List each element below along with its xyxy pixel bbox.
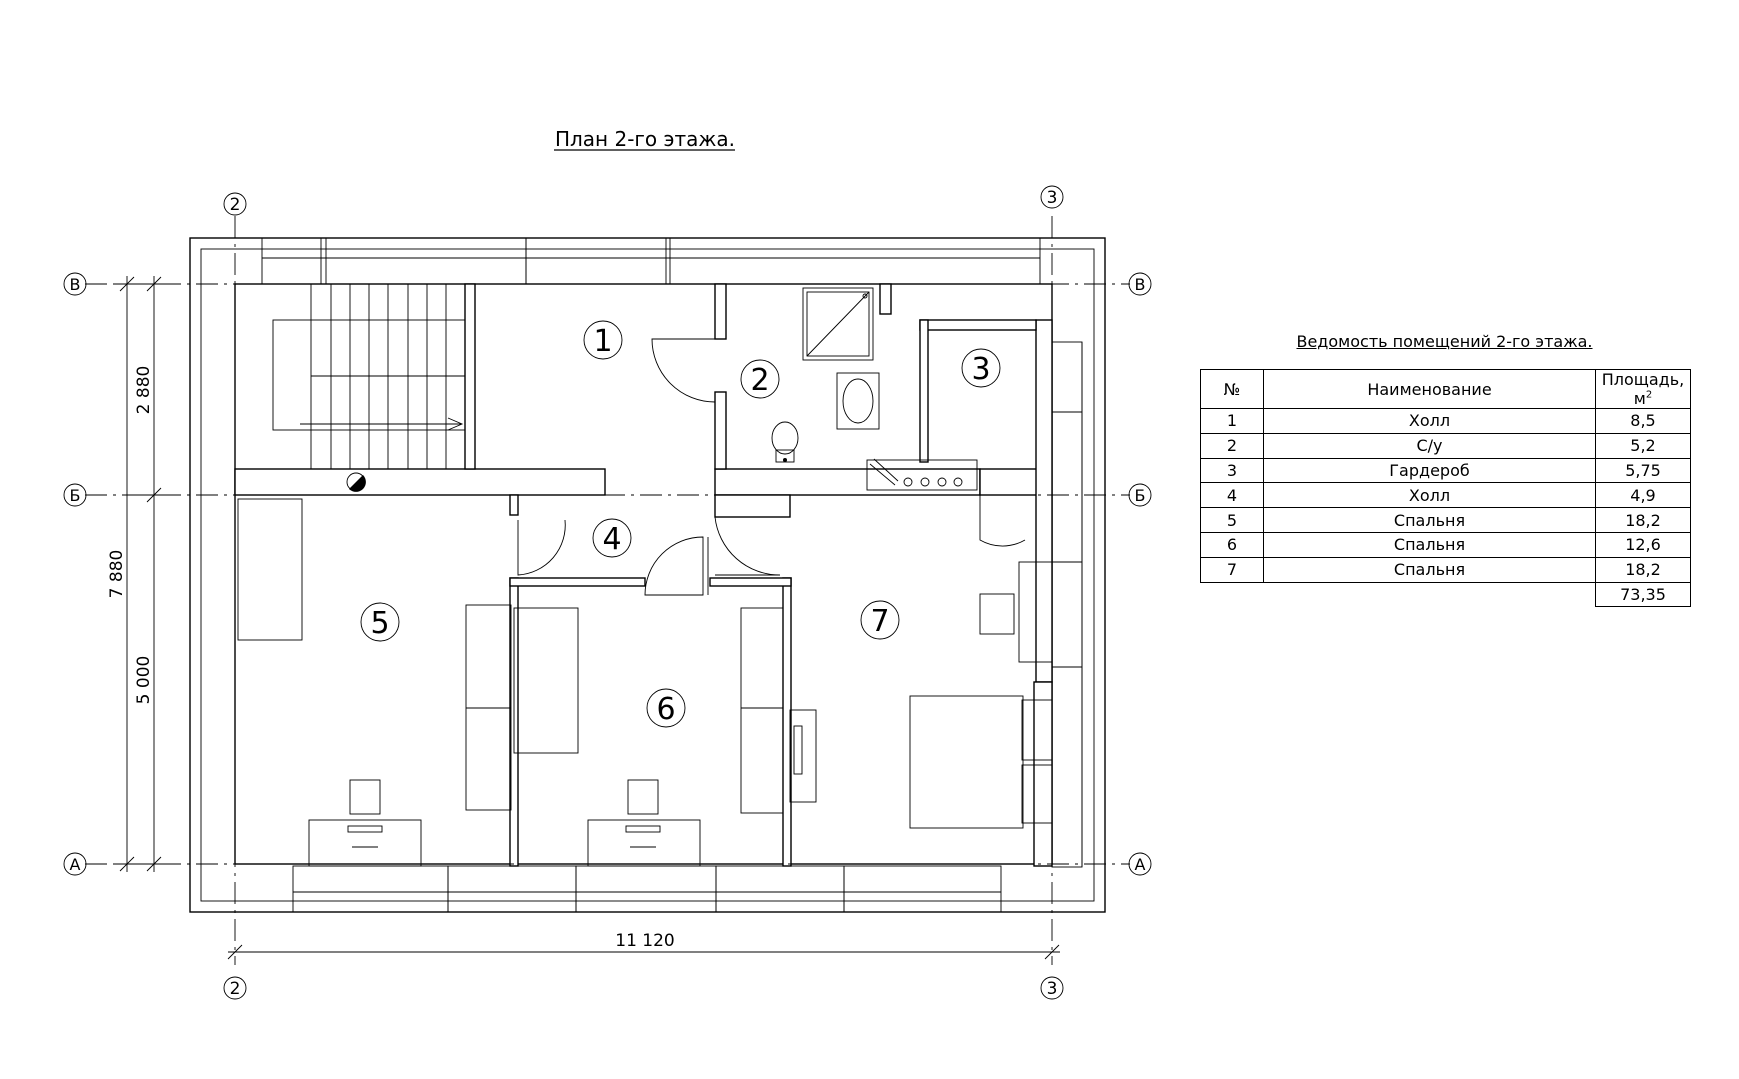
axis-v-left: В [70,275,81,294]
interior-walls [234,283,1053,867]
table-row: 1 Холл 8,5 [1200,408,1691,434]
dim-overall-height: 7 880 [107,550,127,599]
room-number-6: 6 [656,692,675,727]
bathroom-fixtures [771,287,880,463]
axis-b-right: Б [1135,486,1146,505]
grid-axis-bubbles: 2 2 3 3 В В Б Б А А [63,185,1152,1000]
schedule-header-row: № Наименование Площадь, м2 [1200,369,1691,409]
table-row: 6 Спальня 12,6 [1200,531,1691,558]
schedule-total-row: 73,35 [1201,581,1691,608]
grid-axis-lines [85,216,1130,965]
room-number-3: 3 [971,352,990,387]
room-number-5: 5 [370,606,389,641]
room7-furniture [789,561,1053,829]
axis-3-top: 3 [1047,188,1058,208]
total-area: 73,35 [1595,581,1691,608]
table-row: 2 С/у 5,2 [1200,432,1691,459]
dimension-lines [115,276,1060,960]
axis-2-bottom: 2 [230,979,241,999]
room-number-4: 4 [602,522,621,557]
room-labels: 1 2 3 4 5 6 7 [360,320,1001,728]
header-name: Наименование [1263,369,1596,409]
room6-furniture [513,607,784,867]
plan-title: План 2-го этажа. [555,127,735,151]
schedule-title: Ведомость помещений 2-го этажа. [1296,332,1593,351]
axis-b-left: Б [70,486,81,505]
table-row: 3 Гардероб 5,75 [1200,457,1691,484]
interior-outline [234,283,1053,865]
outer-wall-inner-line [200,248,1095,902]
axis-v-right: В [1135,275,1146,294]
header-area: Площадь, м2 [1595,369,1691,409]
room5-furniture [237,498,512,867]
room-number-2: 2 [750,363,769,398]
axis-2-top: 2 [230,195,241,215]
windows-bottom [292,865,1002,913]
doors [517,338,1026,596]
axis-a-right: А [1135,855,1146,874]
axis-a-left: А [70,855,81,874]
dim-overall-width: 11 120 [615,931,674,951]
table-row: 5 Спальня 18,2 [1200,507,1691,533]
dim-upper-span: 2 880 [134,366,154,415]
header-number: № [1200,369,1264,409]
room-number-7: 7 [870,604,889,639]
dim-lower-span: 5 000 [134,656,154,705]
table-row: 7 Спальня 18,2 [1200,556,1691,583]
table-row: 4 Холл 4,9 [1200,482,1691,509]
axis-3-bottom: 3 [1047,979,1058,999]
room-number-1: 1 [593,324,612,359]
room-schedule-table: № Наименование Площадь, м2 1 Холл 8,5 2 … [1200,369,1691,608]
wardrobe-fixtures [866,458,978,491]
staircase [272,284,466,492]
